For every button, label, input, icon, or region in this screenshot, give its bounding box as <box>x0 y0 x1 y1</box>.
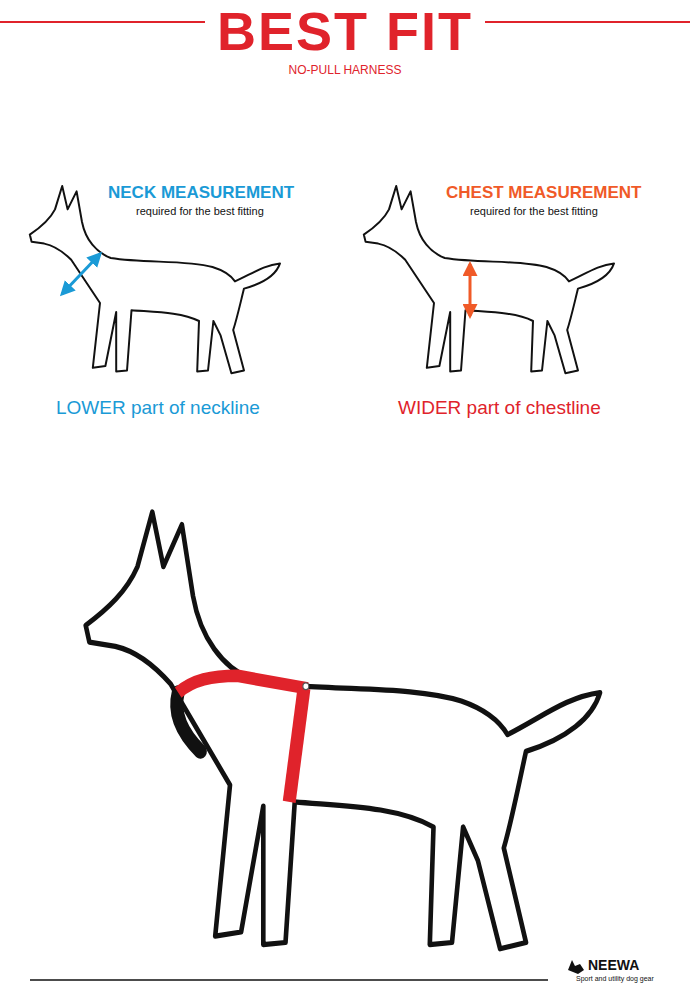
subtitle: NO-PULL HARNESS <box>289 64 402 77</box>
harness-ring <box>303 683 309 690</box>
brand-tagline: Sport and utility dog gear <box>576 975 654 983</box>
measure-caption: LOWER part of neckline <box>56 398 260 419</box>
brand-name: NEEWA <box>588 958 639 973</box>
harness-strap <box>178 676 308 693</box>
logo-icon <box>568 960 584 974</box>
dog-outline <box>364 186 614 373</box>
measure-caption: WIDER part of chestline <box>398 398 601 419</box>
title: BEST FIT <box>217 2 473 61</box>
neck-arrow <box>62 254 100 294</box>
dog-outline <box>30 186 280 373</box>
chest-arrow <box>469 264 472 316</box>
footer-rule <box>30 979 548 981</box>
measure-heading: NECK MEASUREMENT <box>108 184 294 203</box>
harness-girth <box>289 688 304 801</box>
header-rule <box>485 21 690 23</box>
header-rule <box>0 21 205 23</box>
measure-heading: CHEST MEASUREMENT <box>446 184 642 203</box>
harnessed-dog <box>86 512 600 949</box>
measure-note: required for the best fitting <box>470 205 598 217</box>
measure-note: required for the best fitting <box>136 205 264 217</box>
harness-chest-pad <box>177 693 201 752</box>
